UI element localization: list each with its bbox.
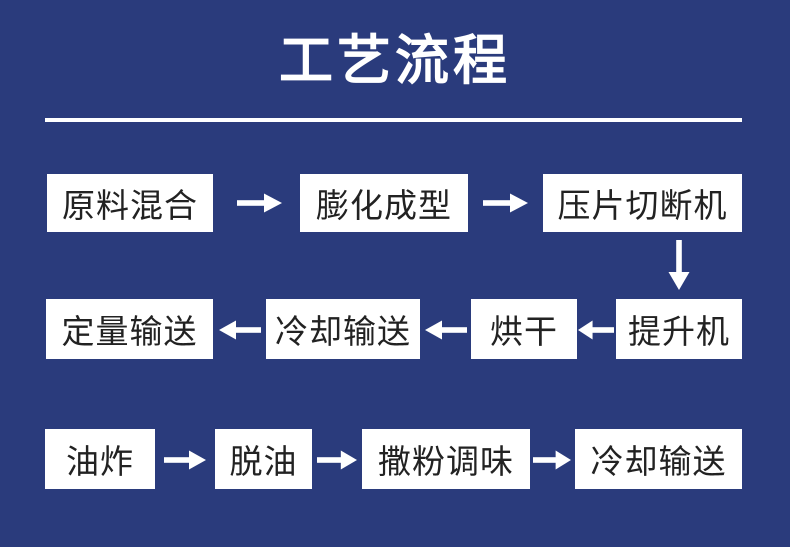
- arrow-left-icon: [219, 320, 261, 340]
- arrow-right-icon: [483, 193, 528, 213]
- flow-step-powder-seasoning: 撒粉调味: [362, 429, 530, 489]
- flow-step-raw-material-mixing: 原料混合: [47, 174, 213, 232]
- arrow-left-icon: [425, 320, 467, 340]
- arrow-left-icon: [578, 320, 614, 340]
- arrow-right-icon: [237, 193, 282, 213]
- page-title: 工艺流程: [279, 31, 511, 91]
- flow-step-elevator: 提升机: [616, 299, 742, 359]
- flow-step-frying: 油炸: [45, 429, 155, 489]
- flow-step-drying: 烘干: [471, 299, 577, 359]
- flow-step-extrusion-forming: 膨化成型: [300, 174, 468, 232]
- flow-step-deoiling: 脱油: [215, 429, 312, 489]
- arrow-right-icon: [164, 450, 206, 470]
- title-divider: [45, 118, 742, 122]
- flow-step-cooling-conveying: 冷却输送: [266, 299, 420, 359]
- flow-step-cooling-conveying-final: 冷却输送: [575, 429, 742, 489]
- arrow-down-icon: [668, 240, 690, 290]
- flow-step-sheet-cutting-machine: 压片切断机: [543, 174, 742, 232]
- arrow-right-icon: [317, 450, 357, 470]
- arrow-right-icon: [533, 450, 571, 470]
- flow-step-quantitative-conveying: 定量输送: [46, 299, 213, 359]
